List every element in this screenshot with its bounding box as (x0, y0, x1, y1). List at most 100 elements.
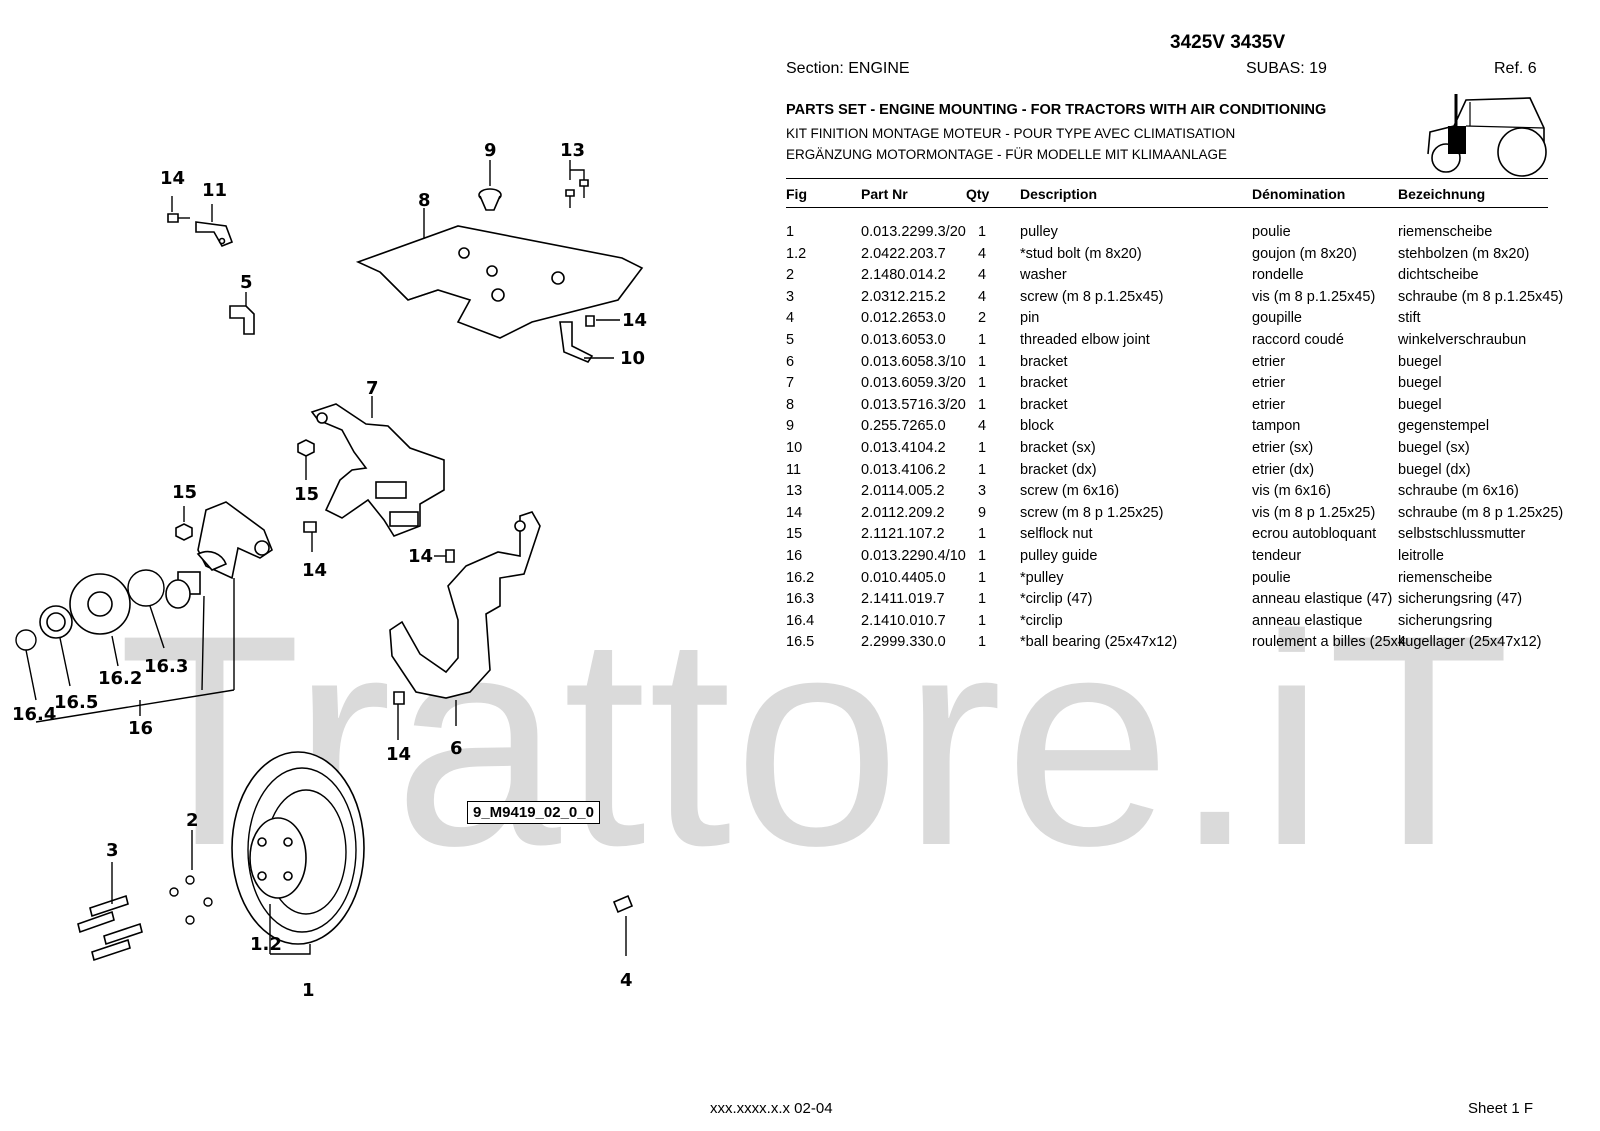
cell-de: riemenscheibe (1398, 224, 1493, 240)
cell-part: 2.0114.005.2 (861, 483, 945, 500)
cell-fr: goujon (m 8x20) (1252, 245, 1357, 262)
cell-de: gegenstempel (1398, 418, 1490, 435)
cell-fig: 15 (786, 526, 803, 543)
cell-fig: 8 (786, 396, 795, 413)
callout-9: 9 (484, 140, 497, 161)
cell-de: buegel (1398, 353, 1442, 370)
cell-fig: 6 (786, 353, 795, 370)
cell-de: schraube (m 6x16) (1398, 483, 1519, 500)
cell-qty: 4 (978, 418, 987, 435)
col-header-description: Description (1020, 186, 1098, 202)
title-english: PARTS SET - ENGINE MOUNTING - FOR TRACTO… (786, 102, 1327, 118)
cell-part: 0.013.4106.2 (861, 461, 946, 478)
cell-desc: threaded elbow joint (1020, 331, 1150, 348)
callout-16: 16 (128, 718, 153, 739)
cell-part: 0.010.4405.0 (861, 569, 946, 586)
cell-part: 2.0112.209.2 (861, 504, 945, 521)
cell-fig: 1 (786, 224, 795, 240)
cell-de: schraube (m 8 p.1.25x45) (1398, 288, 1564, 305)
cell-fr: etrier (1252, 353, 1286, 370)
cell-de: riemenscheibe (1398, 569, 1493, 586)
cell-part: 0.013.2290.4/10 (861, 547, 966, 564)
cell-fig: 16.3 (786, 591, 815, 608)
cell-desc: selflock nut (1020, 526, 1093, 543)
cell-fr: vis (m 8 p 1.25x25) (1252, 504, 1376, 521)
cell-qty: 4 (978, 267, 987, 284)
cell-qty: 4 (978, 245, 987, 262)
cell-part: 0.013.5716.3/20 (861, 396, 966, 413)
cell-fig: 16.2 (786, 569, 815, 586)
leader-lines (25, 160, 627, 956)
cell-part: 2.1121.107.2 (861, 526, 945, 543)
part-9-block (478, 188, 502, 211)
cell-fig: 14 (786, 504, 803, 521)
callout-3: 3 (106, 840, 119, 861)
cell-fig: 3 (786, 288, 795, 305)
cell-desc: bracket (1020, 375, 1068, 392)
cell-qty: 2 (978, 310, 987, 327)
cell-fig: 16.4 (786, 612, 815, 629)
cell-part: 0.012.2653.0 (861, 310, 946, 327)
cell-fr: ecrou autobloquant (1252, 526, 1377, 543)
cell-de: buegel (1398, 375, 1442, 392)
tractor-icon (1427, 94, 1547, 177)
cell-desc: *ball bearing (25x47x12) (1020, 634, 1178, 651)
cell-qty: 1 (978, 461, 987, 478)
cell-qty: 1 (978, 612, 987, 629)
cell-fr: vis (m 6x16) (1252, 483, 1331, 500)
cell-part: 0.013.6053.0 (861, 331, 946, 348)
cell-qty: 1 (978, 353, 987, 370)
callout-16-5: 16.5 (54, 692, 98, 713)
cell-part: 0.255.7265.0 (861, 418, 946, 435)
cell-desc: bracket (dx) (1020, 461, 1097, 478)
cell-fig: 4 (786, 310, 795, 327)
footer-sheet: Sheet 1 F (1468, 1100, 1534, 1117)
cell-part: 0.013.6058.3/10 (861, 353, 966, 370)
cell-de: dichtscheibe (1398, 267, 1479, 284)
cell-desc: bracket (1020, 353, 1068, 370)
cell-de: sicherungsring (47) (1398, 591, 1523, 608)
callout-15-top: 15 (294, 484, 319, 505)
cell-qty: 1 (978, 569, 987, 586)
cell-desc: bracket (1020, 396, 1068, 413)
callout-14-bracket: 14 (408, 546, 433, 567)
cell-part: 2.1410.010.7 (861, 612, 946, 629)
part-7-bracket (310, 403, 445, 537)
cell-fr: roulement a billes (25x4 (1252, 634, 1406, 651)
cell-part: 0.013.2299.3/20 (861, 224, 966, 240)
callout-16-4: 16.4 (12, 704, 56, 725)
section-label: Section: ENGINE (786, 60, 910, 77)
part-13-screws (565, 179, 589, 208)
part-2-washers (169, 875, 213, 925)
callout-2: 2 (186, 810, 199, 831)
col-header-denomination: Dénomination (1252, 186, 1346, 202)
cell-fr: rondelle (1252, 267, 1304, 284)
part-3-screws (77, 894, 143, 962)
cell-qty: 1 (978, 634, 987, 651)
cell-fr: goupille (1252, 310, 1302, 327)
cell-de: stift (1398, 310, 1421, 327)
table-row: 6 0.013.6058.3/10 1 bracket etrier buegel (786, 354, 1576, 376)
cell-desc: screw (m 8 p 1.25x25) (1020, 504, 1164, 521)
col-header-part-nr: Part Nr (861, 186, 908, 202)
cell-desc: screw (m 8 p.1.25x45) (1020, 288, 1164, 305)
cell-part: 2.2999.330.0 (861, 634, 946, 651)
cell-qty: 1 (978, 396, 987, 413)
callout-13: 13 (560, 140, 585, 161)
cell-fr: tampon (1252, 418, 1301, 435)
cell-part: 2.0422.203.7 (861, 245, 946, 262)
cell-fr: etrier (1252, 396, 1286, 413)
cell-de: kugellager (25x47x12) (1398, 634, 1542, 651)
cell-de: sicherungsring (1398, 612, 1493, 629)
cell-part: 2.1480.014.2 (861, 267, 946, 284)
callout-8: 8 (418, 190, 431, 211)
cell-fr: vis (m 8 p.1.25x45) (1252, 288, 1376, 305)
callout-11: 11 (202, 180, 227, 201)
cell-fr: etrier (dx) (1252, 461, 1315, 478)
